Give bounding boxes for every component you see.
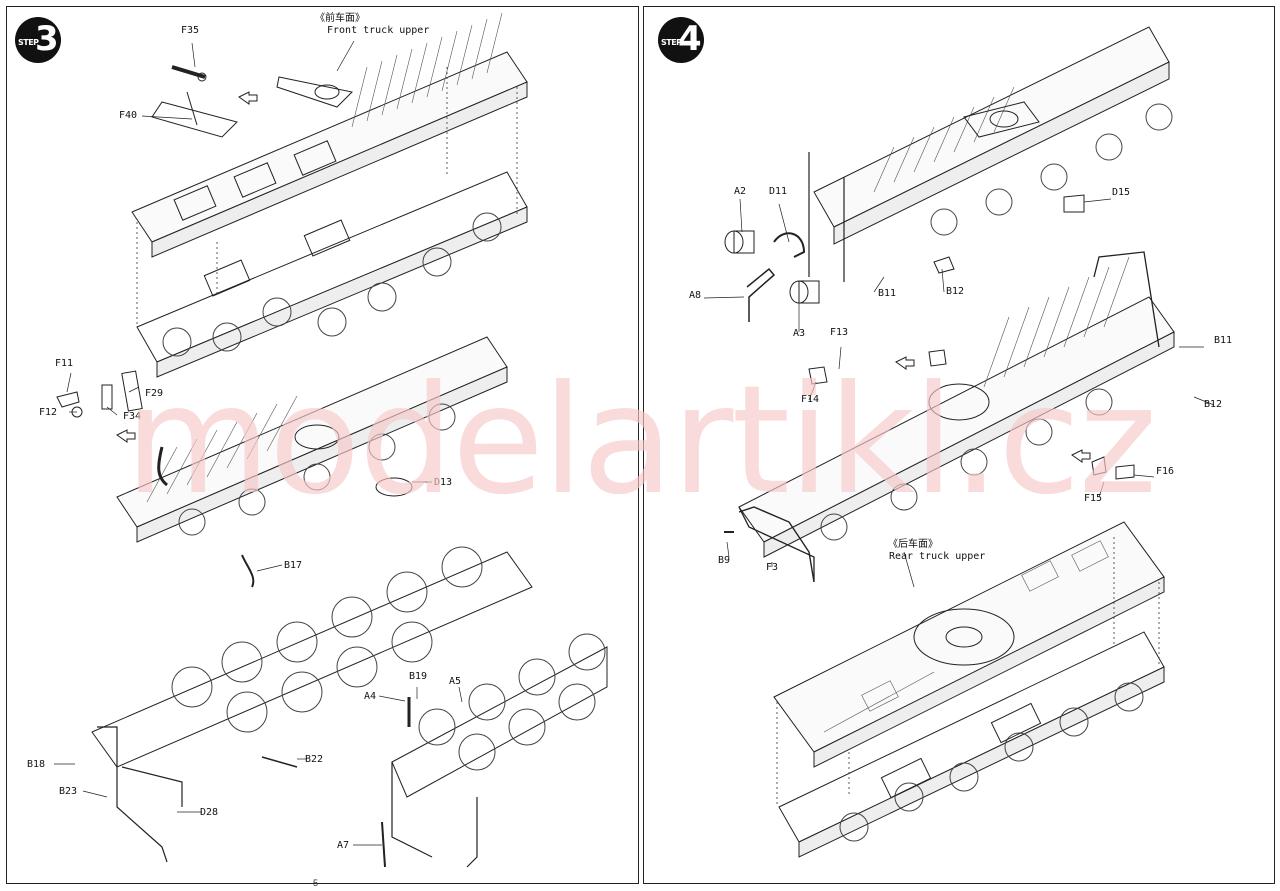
callout-a3: A3 xyxy=(793,328,806,339)
callout-a4: A4 xyxy=(364,691,377,702)
step-3-illustration xyxy=(54,12,608,868)
callout-f12: F12 xyxy=(39,407,58,418)
callout-f14: F14 xyxy=(801,394,820,405)
part-f35-f40 xyxy=(151,65,238,138)
step-number: 3 xyxy=(35,19,59,59)
callout-f3: F3 xyxy=(766,562,779,573)
callout-b19: B19 xyxy=(409,671,428,682)
step-label: STEP xyxy=(18,38,39,47)
bottom-bogie-right xyxy=(381,633,608,868)
callout-f16: F16 xyxy=(1156,466,1175,477)
step-4-illustration xyxy=(703,26,1215,858)
callout-b23: B23 xyxy=(59,786,78,797)
callout-f29: F29 xyxy=(145,388,164,399)
callout-b9: B9 xyxy=(718,555,731,566)
step-4-badge: STEP 4 xyxy=(658,17,704,63)
bottom-bogie-left xyxy=(91,546,533,863)
callout-a5: A5 xyxy=(449,676,462,687)
rear-truck-cn-label: 《后车面》 xyxy=(888,539,938,550)
part-f3 xyxy=(738,506,815,583)
step-3-panel: STEP 3 《前车面》 Front truck upper F35 F40 F… xyxy=(6,6,639,884)
callout-b17: B17 xyxy=(284,560,303,571)
part-f11-f29 xyxy=(56,370,143,418)
callout-a2: A2 xyxy=(734,186,747,197)
part-d13 xyxy=(375,477,413,497)
callout-b12-mid: B12 xyxy=(1204,399,1223,410)
rear-truck-chassis xyxy=(778,631,1165,858)
front-truck-upper-part xyxy=(131,12,528,258)
rear-truck-middle xyxy=(738,251,1175,582)
step-label: STEP xyxy=(661,38,682,47)
callout-f34: F34 xyxy=(123,411,142,422)
rear-truck-assembled-top xyxy=(808,26,1173,282)
part-f16 xyxy=(1115,464,1135,480)
part-f15 xyxy=(1091,456,1107,476)
callout-b11-top: B11 xyxy=(878,288,897,299)
middle-truck xyxy=(116,336,508,543)
callout-d11: D11 xyxy=(769,186,788,197)
step-4-panel: STEP 4 A2 D11 D15 A8 B11 B12 A3 F13 F14 … xyxy=(643,6,1275,884)
step-3-badge: STEP 3 xyxy=(15,17,61,63)
callout-b11-mid: B11 xyxy=(1214,335,1233,346)
rear-truck-upper-part xyxy=(773,521,1165,768)
callout-d13: D13 xyxy=(434,477,453,488)
part-b12-top xyxy=(933,256,955,274)
callout-d15: D15 xyxy=(1112,187,1131,198)
part-f13-f14 xyxy=(808,366,828,385)
rear-truck-en-label: Rear truck upper xyxy=(889,551,986,562)
page-number: 5 xyxy=(313,878,319,888)
front-truck-cn-label: 《前车面》 xyxy=(315,13,365,24)
part-b17 xyxy=(241,554,255,588)
callout-f40: F40 xyxy=(119,110,138,121)
front-truck-chassis xyxy=(136,171,528,378)
part-d15 xyxy=(1063,194,1085,213)
front-truck-en-label: Front truck upper xyxy=(327,25,430,36)
coupler-parts xyxy=(724,230,820,322)
step-number: 4 xyxy=(678,19,702,59)
callout-f13: F13 xyxy=(830,327,849,338)
callout-b12-top: B12 xyxy=(946,286,965,297)
callout-f15: F15 xyxy=(1084,493,1103,504)
callout-f11: F11 xyxy=(55,358,74,369)
callout-d28: D28 xyxy=(200,807,219,818)
callout-a7: A7 xyxy=(337,840,350,851)
callout-f35: F35 xyxy=(181,25,200,36)
callout-b18: B18 xyxy=(27,759,46,770)
callout-a8: A8 xyxy=(689,290,702,301)
callout-b22: B22 xyxy=(305,754,324,765)
